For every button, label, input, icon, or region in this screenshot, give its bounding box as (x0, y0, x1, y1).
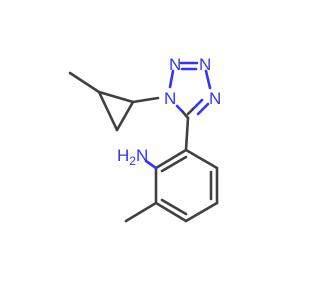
bond-cyclopropyl-b (97, 90, 119, 132)
bond-benzene-6 (154, 148, 188, 170)
atom-tetrazole-n4: N (209, 89, 221, 108)
molecule-canvas: N N N N H2N (68, 55, 221, 223)
bond-benzene-1 (184, 148, 219, 170)
bond-aryl-methyl (124, 201, 158, 223)
bond-amine (144, 159, 158, 170)
atom-tetrazole-n1: N (164, 89, 176, 108)
atom-tetrazole-n3: N (199, 55, 211, 74)
bond-n4-c5-b (191, 98, 204, 111)
bond-benzene-3 (184, 201, 219, 223)
atom-tetrazole-n2: N (169, 55, 181, 74)
atom-amine: H2N (117, 146, 148, 168)
structure-drawing: N N N N H2N (68, 55, 221, 223)
bond-methyl-cyclopropyl (68, 71, 101, 94)
bond-n4-c5-a (196, 102, 210, 116)
bond-tetrazole-benzene (184, 116, 190, 152)
bond-n3-n4 (204, 69, 212, 90)
bond-cyclopropyl-a (97, 90, 135, 104)
bond-n4-c5-b2 (186, 107, 195, 116)
bond-n1-n2 (168, 69, 175, 89)
bond-benzene-6-inner (160, 155, 188, 173)
bond-cyclopropyl-n1 (131, 96, 160, 104)
bond-cyclopropyl-c (115, 100, 135, 132)
bond-c5-n1-c (180, 109, 190, 120)
bond-benzene-4-inner (160, 198, 188, 216)
bond-benzene-4 (154, 201, 188, 223)
